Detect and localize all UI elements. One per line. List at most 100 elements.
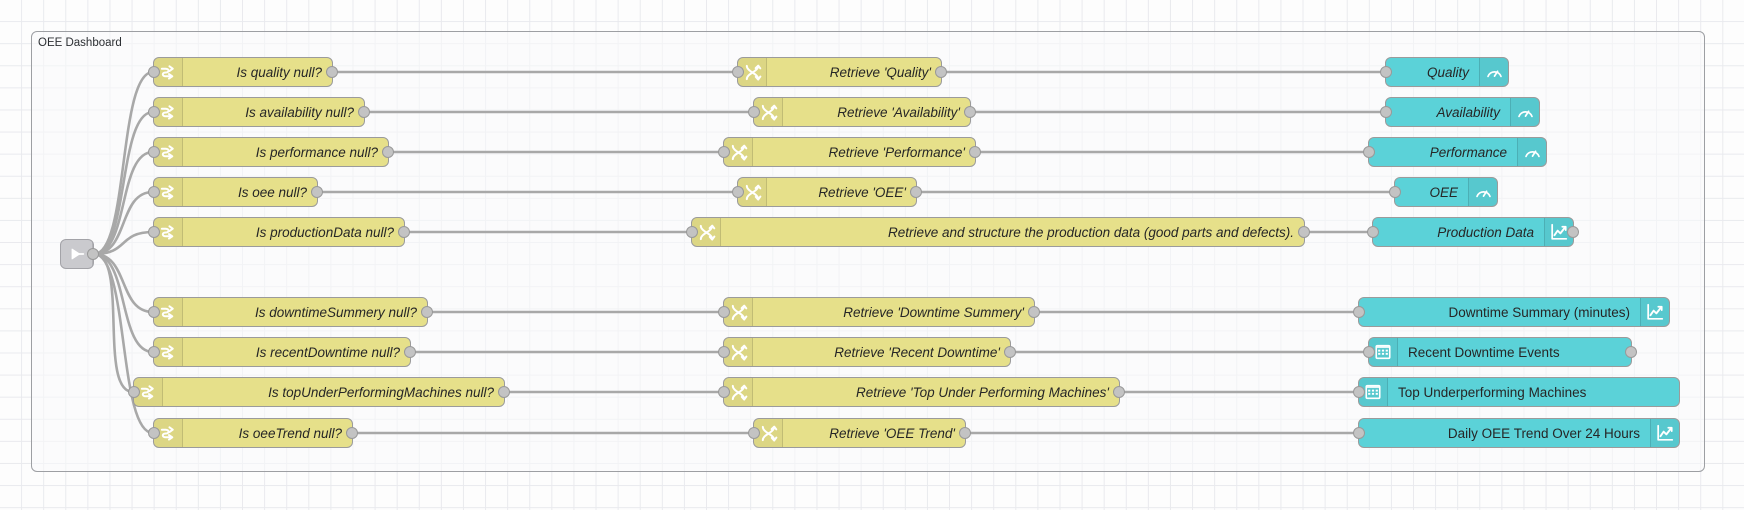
line-chart-icon (1640, 298, 1669, 326)
output-port[interactable] (1298, 226, 1310, 238)
output-port[interactable] (346, 427, 358, 439)
input-port[interactable] (1353, 306, 1365, 318)
node-body: Is quality null? (154, 58, 332, 86)
dashboard-node-quality[interactable]: Quality (1380, 57, 1509, 87)
input-port[interactable] (148, 226, 160, 238)
change-node-recent-downtime[interactable]: Retrieve 'Recent Downtime' (718, 337, 1016, 367)
input-port[interactable] (1380, 106, 1392, 118)
change-node-oee[interactable]: Retrieve 'OEE' (732, 177, 922, 207)
dashboard-node-oee[interactable]: OEE (1389, 177, 1498, 207)
dashboard-node-oee-trend[interactable]: Daily OEE Trend Over 24 Hours (1353, 418, 1680, 448)
change-node-top-underperforming[interactable]: Retrieve 'Top Under Performing Machines' (718, 377, 1125, 407)
input-port[interactable] (1363, 346, 1375, 358)
node-body: Is productionData null? (154, 218, 404, 246)
node-body: Retrieve 'OEE' (738, 178, 916, 206)
input-port[interactable] (718, 346, 730, 358)
node-body: Downtime Summary (minutes) (1359, 298, 1669, 326)
input-port[interactable] (148, 306, 160, 318)
output-port[interactable] (1028, 306, 1040, 318)
input-port[interactable] (686, 226, 698, 238)
output-port[interactable] (498, 386, 510, 398)
switch-node-oee-trend[interactable]: Is oeeTrend null? (148, 418, 358, 448)
dashboard-node-availability[interactable]: Availability (1380, 97, 1540, 127)
input-port[interactable] (148, 106, 160, 118)
switch-node-availability[interactable]: Is availability null? (148, 97, 370, 127)
output-port[interactable] (969, 146, 981, 158)
output-port[interactable] (358, 106, 370, 118)
node-label: Is oeeTrend null? (238, 425, 342, 441)
dashboard-node-recent-downtime[interactable]: Recent Downtime Events (1363, 337, 1637, 367)
output-port[interactable] (1113, 386, 1125, 398)
input-port[interactable] (1363, 146, 1375, 158)
change-node-downtime-summary[interactable]: Retrieve 'Downtime Summery' (718, 297, 1040, 327)
switch-node-quality[interactable]: Is quality null? (148, 57, 338, 87)
input-port[interactable] (148, 66, 160, 78)
output-port[interactable] (1004, 346, 1016, 358)
link-in-node[interactable] (60, 239, 99, 269)
gauge-icon (1468, 178, 1497, 206)
change-node-oee-trend[interactable]: Retrieve 'OEE Trend' (748, 418, 971, 448)
node-body: Is downtimeSummery null? (154, 298, 427, 326)
input-port[interactable] (732, 186, 744, 198)
dashboard-node-top-underperforming[interactable]: Top Underperforming Machines (1353, 377, 1680, 407)
output-port[interactable] (398, 226, 410, 238)
node-label: Is productionData null? (255, 224, 394, 240)
output-port[interactable] (87, 248, 99, 260)
change-node-production-data[interactable]: Retrieve and structure the production da… (686, 217, 1310, 247)
input-port[interactable] (748, 427, 760, 439)
node-body: Quality (1386, 58, 1508, 86)
output-port[interactable] (326, 66, 338, 78)
node-label: Production Data (1437, 224, 1534, 240)
output-port[interactable] (421, 306, 433, 318)
input-port[interactable] (718, 386, 730, 398)
node-body: Is oeeTrend null? (154, 419, 352, 447)
change-node-availability[interactable]: Retrieve 'Availability' (748, 97, 976, 127)
output-port[interactable] (935, 66, 947, 78)
output-port[interactable] (311, 186, 323, 198)
switch-node-downtime-summary[interactable]: Is downtimeSummery null? (148, 297, 433, 327)
input-port[interactable] (128, 386, 140, 398)
input-port[interactable] (718, 146, 730, 158)
input-port[interactable] (148, 186, 160, 198)
input-port[interactable] (748, 106, 760, 118)
node-label: Daily OEE Trend Over 24 Hours (1447, 425, 1640, 441)
dashboard-node-downtime-summary[interactable]: Downtime Summary (minutes) (1353, 297, 1670, 327)
output-port[interactable] (1625, 346, 1637, 358)
output-port[interactable] (959, 427, 971, 439)
node-body: Retrieve 'Availability' (754, 98, 970, 126)
input-port[interactable] (148, 346, 160, 358)
output-port[interactable] (964, 106, 976, 118)
change-swap-icon (724, 338, 753, 366)
switch-node-top-underperforming[interactable]: Is topUnderPerformingMachines null? (128, 377, 510, 407)
input-port[interactable] (1367, 226, 1379, 238)
line-chart-icon (1650, 419, 1679, 447)
node-body: Performance (1369, 138, 1546, 166)
input-port[interactable] (148, 427, 160, 439)
dashboard-node-production-data[interactable]: Production Data (1367, 217, 1579, 247)
input-port[interactable] (718, 306, 730, 318)
input-port[interactable] (1380, 66, 1392, 78)
input-port[interactable] (148, 146, 160, 158)
node-label: Performance (1429, 144, 1507, 160)
switch-node-oee[interactable]: Is oee null? (148, 177, 323, 207)
input-port[interactable] (732, 66, 744, 78)
change-node-performance[interactable]: Retrieve 'Performance' (718, 137, 981, 167)
change-swap-icon (754, 419, 783, 447)
output-port[interactable] (382, 146, 394, 158)
input-port[interactable] (1353, 427, 1365, 439)
node-label: Is performance null? (255, 144, 378, 160)
output-port[interactable] (1567, 226, 1579, 238)
node-body: Retrieve 'Recent Downtime' (724, 338, 1010, 366)
node-body: Daily OEE Trend Over 24 Hours (1359, 419, 1679, 447)
switch-node-performance[interactable]: Is performance null? (148, 137, 394, 167)
node-label: Downtime Summary (minutes) (1448, 304, 1630, 320)
input-port[interactable] (1389, 186, 1401, 198)
input-port[interactable] (1353, 386, 1365, 398)
change-node-quality[interactable]: Retrieve 'Quality' (732, 57, 947, 87)
dashboard-node-performance[interactable]: Performance (1363, 137, 1547, 167)
switch-node-production-data[interactable]: Is productionData null? (148, 217, 410, 247)
output-port[interactable] (404, 346, 416, 358)
switch-node-recent-downtime[interactable]: Is recentDowntime null? (148, 337, 416, 367)
output-port[interactable] (910, 186, 922, 198)
